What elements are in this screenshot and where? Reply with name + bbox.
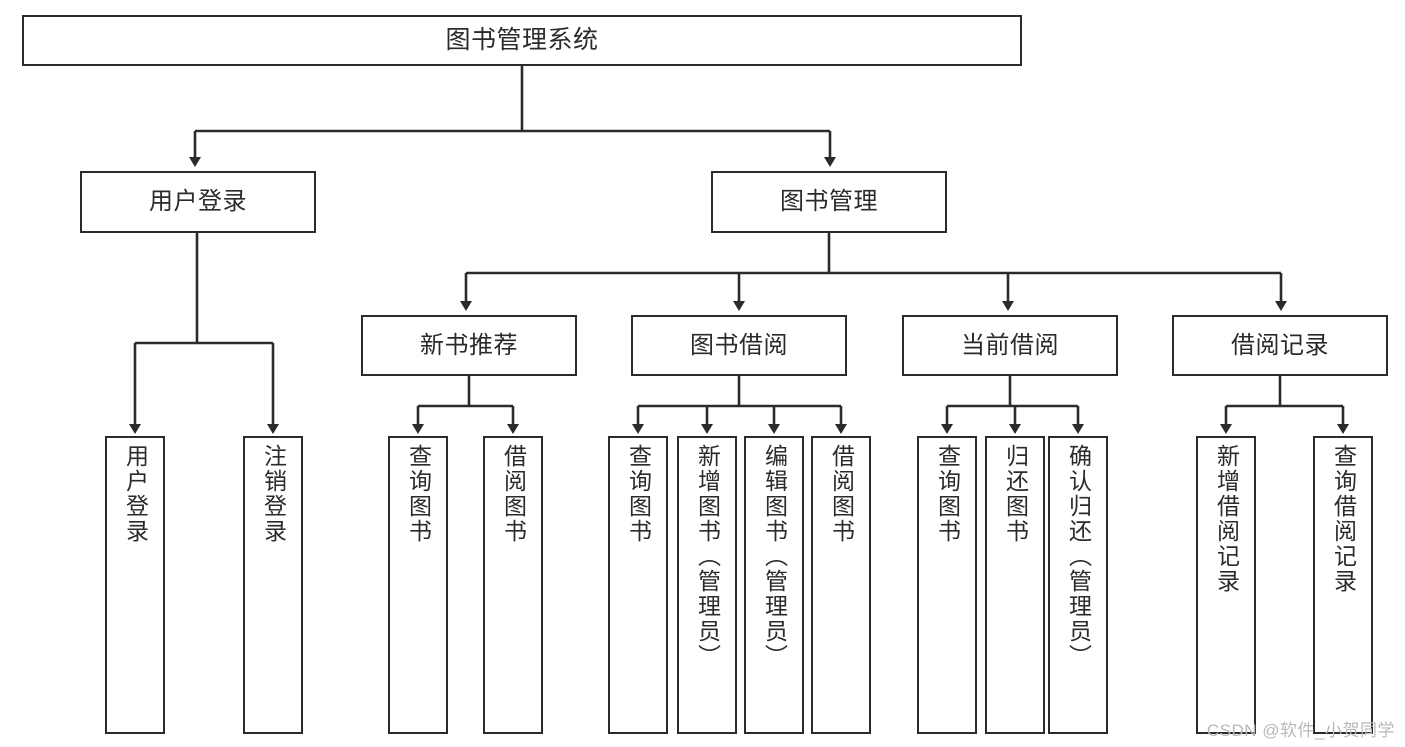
leaf-book-borrow-3[interactable]: 编辑图书（管理员） [744,436,804,734]
leaf-borrow-record-1-label: 新增借阅记录 [1213,444,1240,594]
leaf-current-borrow-1[interactable]: 查询图书 [917,436,977,734]
leaf-user-login-1-label: 用户登录 [122,444,149,544]
node-new-book-recommend-label: 新书推荐 [420,331,518,359]
node-user-login[interactable]: 用户登录 [80,171,316,233]
leaf-current-borrow-3[interactable]: 确认归还（管理员） [1048,436,1108,734]
node-new-book-recommend[interactable]: 新书推荐 [361,315,577,376]
node-book-borrow-label: 图书借阅 [690,331,788,359]
leaf-new-book-recommend-2[interactable]: 借阅图书 [483,436,543,734]
node-book-borrow[interactable]: 图书借阅 [631,315,847,376]
node-book-manage-label: 图书管理 [780,188,878,216]
node-current-borrow-label: 当前借阅 [961,331,1059,359]
node-borrow-record-label: 借阅记录 [1231,331,1329,359]
leaf-book-borrow-2[interactable]: 新增图书（管理员） [677,436,737,734]
leaf-current-borrow-2[interactable]: 归还图书 [985,436,1045,734]
leaf-borrow-record-2[interactable]: 查询借阅记录 [1313,436,1373,734]
leaf-new-book-recommend-1[interactable]: 查询图书 [388,436,448,734]
leaf-user-login-1[interactable]: 用户登录 [105,436,165,734]
leaf-user-login-2[interactable]: 注销登录 [243,436,303,734]
node-book-manage[interactable]: 图书管理 [711,171,947,233]
leaf-user-login-2-label: 注销登录 [260,444,287,544]
leaf-book-borrow-1-label: 查询图书 [625,444,652,544]
leaf-new-book-recommend-1-label: 查询图书 [405,444,432,544]
leaf-new-book-recommend-2-label: 借阅图书 [500,444,527,544]
leaf-current-borrow-2-label: 归还图书 [1002,444,1029,544]
leaf-book-borrow-1[interactable]: 查询图书 [608,436,668,734]
node-root[interactable]: 图书管理系统 [22,15,1022,66]
watermark: CSDN @软件_小贺同学 [1206,721,1395,740]
leaf-current-borrow-1-label: 查询图书 [934,444,961,544]
leaf-current-borrow-3-label: 确认归还（管理员） [1065,444,1092,669]
leaf-book-borrow-4[interactable]: 借阅图书 [811,436,871,734]
node-root-label: 图书管理系统 [445,26,599,55]
leaf-book-borrow-4-label: 借阅图书 [828,444,855,544]
leaf-book-borrow-3-label: 编辑图书（管理员） [761,444,788,669]
node-user-login-label: 用户登录 [149,188,247,216]
node-current-borrow[interactable]: 当前借阅 [902,315,1118,376]
leaf-book-borrow-2-label: 新增图书（管理员） [694,444,721,669]
leaf-borrow-record-2-label: 查询借阅记录 [1330,444,1357,594]
node-borrow-record[interactable]: 借阅记录 [1172,315,1388,376]
leaf-borrow-record-1[interactable]: 新增借阅记录 [1196,436,1256,734]
